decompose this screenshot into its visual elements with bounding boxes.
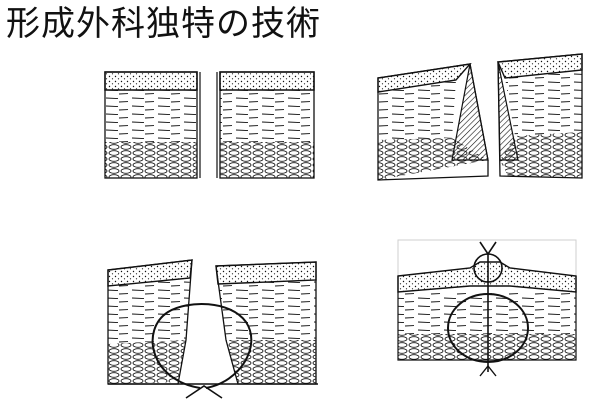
- suture-knot: [185, 385, 223, 399]
- suture-loop: [151, 303, 253, 389]
- panel-straight-incision: [104, 71, 315, 179]
- tissue-closed-block: [397, 261, 577, 361]
- panel-buried-suture: [107, 259, 318, 399]
- suture-knot-top: [479, 241, 497, 256]
- slide-title: 形成外科独特の技術: [6, 4, 321, 44]
- tissue-right-block-suture: [215, 261, 317, 385]
- panel-closed-suture: [397, 239, 577, 377]
- tissue-right-block: [219, 71, 315, 179]
- tissue-right-block-wedge: [496, 53, 583, 179]
- panel-wedge-incision: [377, 53, 583, 181]
- wedge-hatch-left: [451, 63, 489, 161]
- tissue-left-block: [104, 71, 198, 179]
- wedge-hatch-right: [497, 61, 519, 161]
- tissue-left-block-suture: [107, 259, 193, 385]
- suture-knot-bottom: [479, 364, 497, 377]
